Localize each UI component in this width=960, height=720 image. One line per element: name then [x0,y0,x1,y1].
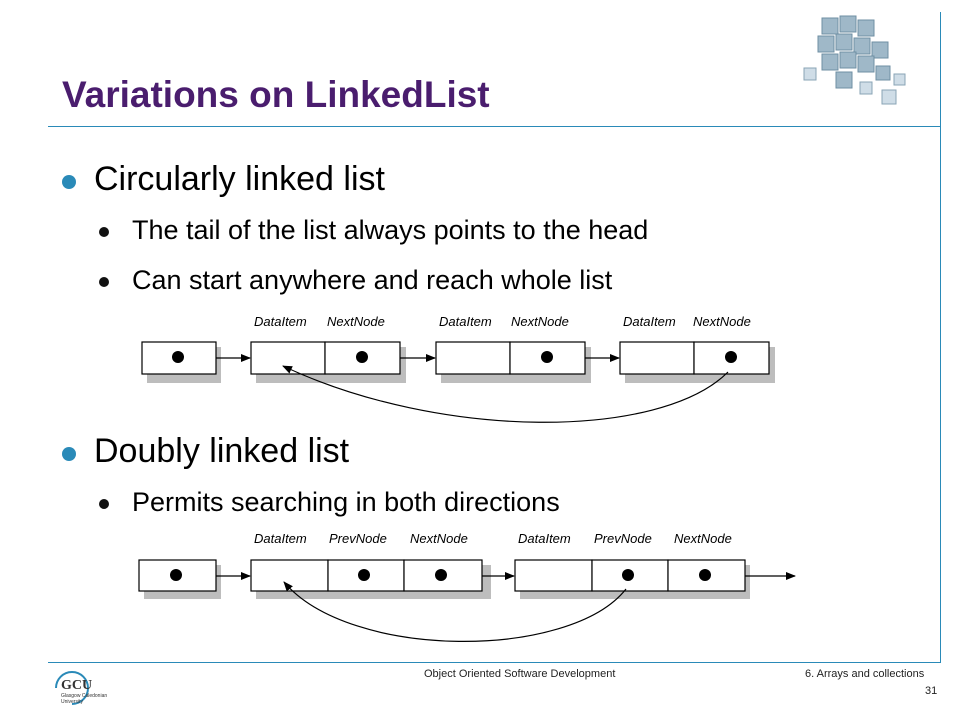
sub-bullet-dot [99,499,109,509]
label-nextnode: NextNode [693,314,751,329]
sub-bullet-tail-points-head: The tail of the list always points to th… [132,215,649,245]
node-data-cell [435,341,511,375]
sub-bullet-start-anywhere: Can start anywhere and reach whole list [132,265,613,295]
label-dataitem: DataItem [254,314,307,329]
label-nextnode: NextNode [674,531,732,546]
footer-page-number: 31 [925,685,938,697]
bullet-dot [62,447,76,461]
label-dataitem: DataItem [518,531,571,546]
bullet-doubly-list: Doubly linked list [94,432,350,470]
svg-text:GCU: GCU [61,678,92,693]
cubes-logo-icon [803,15,906,105]
right-border-line [940,12,941,662]
label-nextnode: NextNode [410,531,468,546]
sub-bullet-both-directions: Permits searching in both directions [132,487,560,517]
gcu-logo: GCU Glasgow Caledonian University [55,671,107,705]
sub-bullet-dot [99,277,109,287]
bullet-circular-list: Circularly linked list [94,160,385,198]
footer-chapter: 6. Arrays and collections [805,668,925,680]
svg-text:Glasgow Caledonian: Glasgow Caledonian [61,693,107,699]
sub-bullet-dot [99,227,109,237]
node-data-cell [250,341,326,375]
svg-text:University: University [61,699,83,705]
footer-divider [48,662,941,663]
slide-title: Variations on LinkedList [62,74,490,115]
node-data-cell [619,341,695,375]
label-nextnode: NextNode [327,314,385,329]
label-dataitem: DataItem [439,314,492,329]
label-dataitem: DataItem [623,314,676,329]
label-prevnode: PrevNode [594,531,652,546]
label-prevnode: PrevNode [329,531,387,546]
bullet-dot [62,175,76,189]
node-data-cell [250,559,329,592]
label-dataitem: DataItem [254,531,307,546]
title-divider [48,126,941,127]
label-nextnode: NextNode [511,314,569,329]
footer-course-name: Object Oriented Software Development [424,668,616,680]
node-data-cell [514,559,593,592]
